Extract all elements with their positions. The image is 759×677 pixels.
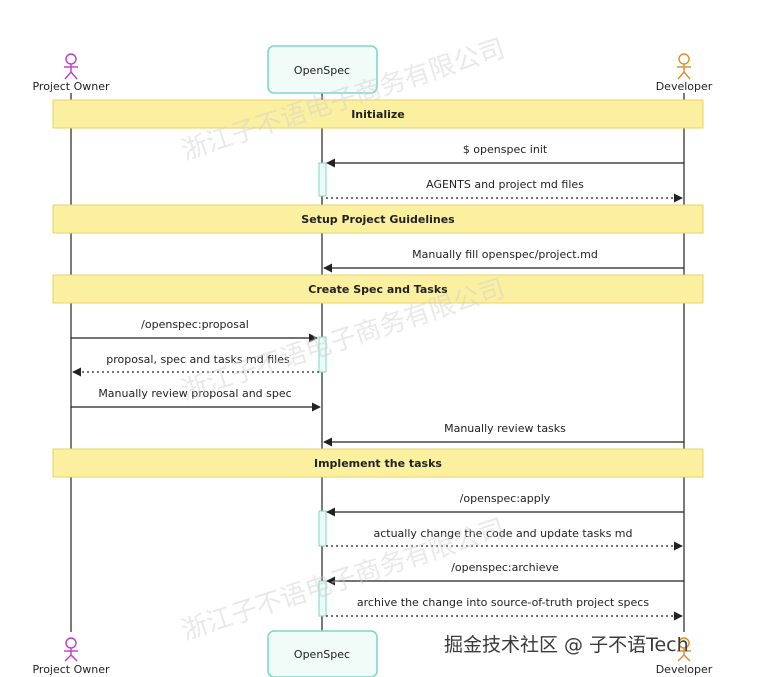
activation-bar	[318, 162, 327, 197]
message-label: /openspec:proposal	[141, 318, 249, 331]
message-label: /openspec:apply	[460, 492, 551, 505]
actor-developer-top: Developer	[656, 53, 713, 93]
actor-label: Developer	[656, 80, 713, 93]
participant-label: OpenSpec	[294, 64, 350, 77]
person-icon	[64, 637, 78, 662]
section-note: Initialize	[52, 99, 704, 129]
actor-label: Project Owner	[32, 663, 110, 676]
message-label: Manually review tasks	[444, 422, 566, 435]
company-watermark: 浙江子不语电子商务有限公司	[178, 514, 509, 647]
section-label: Initialize	[351, 108, 405, 121]
section-note: Setup Project Guidelines	[52, 204, 704, 234]
actor-project-owner-bottom: Project Owner	[32, 637, 110, 676]
participant-openspec-bottom: OpenSpec	[267, 630, 378, 677]
person-icon	[677, 53, 691, 80]
activation-bar	[318, 336, 327, 373]
section-note: Implement the tasks	[52, 448, 704, 478]
activation-bar	[318, 580, 327, 617]
message-label: Manually fill openspec/project.md	[412, 248, 598, 261]
actor-project-owner-top: Project Owner	[32, 53, 110, 93]
activation-bar	[318, 510, 327, 547]
section-label: Implement the tasks	[314, 457, 442, 470]
participant-openspec-top: OpenSpec	[267, 45, 378, 94]
actor-label: Project Owner	[32, 80, 110, 93]
site-watermark: 掘金技术社区 @ 子不语Tech	[444, 634, 689, 656]
message-label: AGENTS and project md files	[426, 178, 584, 191]
message-label: Manually review proposal and spec	[98, 387, 291, 400]
person-icon	[64, 53, 78, 80]
section-label: Create Spec and Tasks	[308, 283, 448, 296]
message-label: proposal, spec and tasks md files	[106, 353, 290, 366]
actor-developer-bottom: Developer	[656, 637, 713, 676]
section-note: Create Spec and Tasks	[52, 274, 704, 304]
message-label: actually change the code and update task…	[373, 527, 632, 540]
participant-label: OpenSpec	[294, 648, 350, 661]
person-icon	[677, 637, 691, 662]
section-label: Setup Project Guidelines	[301, 213, 455, 226]
message-label: archive the change into source-of-truth …	[357, 596, 649, 609]
message-label: /openspec:archieve	[451, 561, 559, 574]
actor-label: Developer	[656, 663, 713, 676]
message-label: $ openspec init	[463, 143, 548, 156]
